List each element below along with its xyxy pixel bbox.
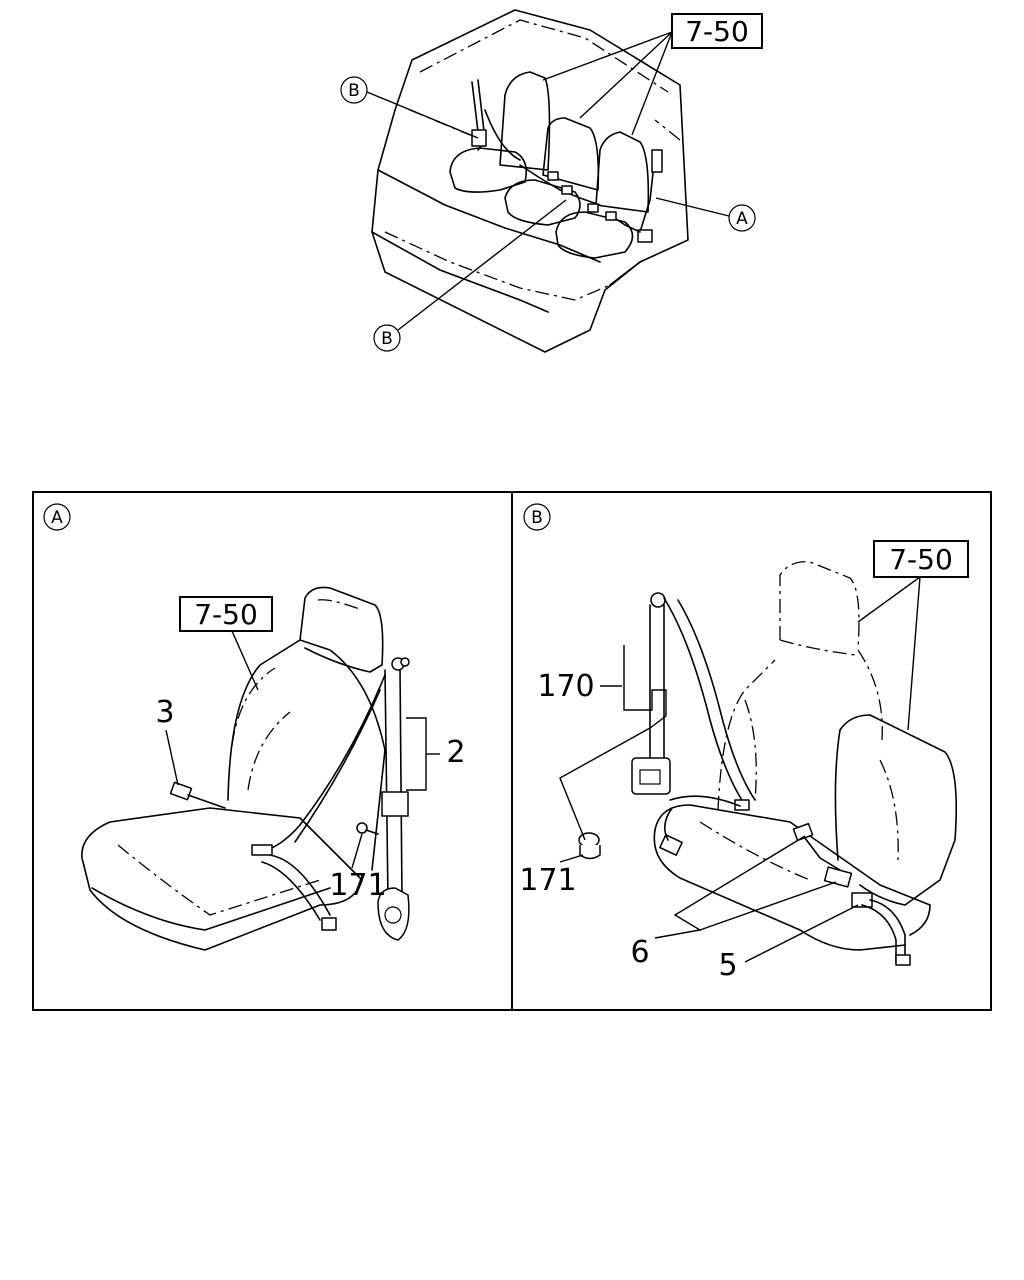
panel-a-part-2: 2 <box>446 735 465 770</box>
svg-text:B: B <box>381 329 393 349</box>
panel-a-part-3: 3 <box>155 695 174 730</box>
panel-b: B <box>519 503 969 983</box>
panel-a-seat <box>81 586 386 951</box>
panel-b-part-171: 171 <box>519 863 576 898</box>
panel-a-part-171: 171 <box>329 868 386 903</box>
overview-callout-b-top: B <box>340 76 479 139</box>
svg-text:A: A <box>736 209 748 229</box>
overview-callout-a: A <box>655 197 756 232</box>
panel-b-part-5: 5 <box>718 948 737 983</box>
panel-a-ref-label: 7-50 <box>194 598 258 631</box>
panel-b-circle-label: B <box>531 508 543 528</box>
panel-a-circle-label: A <box>51 508 63 528</box>
overview-ref-label: 7-50 <box>685 15 749 48</box>
panel-b-belt <box>578 592 911 966</box>
overview-callout-b-bottom: B <box>373 199 567 352</box>
panel-a: A <box>43 503 466 951</box>
panel-b-part-170: 170 <box>537 669 594 704</box>
overview-ref-box: 7-50 <box>542 13 763 136</box>
panel-b-seats <box>653 561 957 951</box>
svg-text:B: B <box>348 81 360 101</box>
panel-b-ref-label: 7-50 <box>889 543 953 576</box>
panel-b-part-6: 6 <box>630 935 649 970</box>
panel-a-belt <box>169 657 410 941</box>
overview-cab-drawing <box>371 9 689 353</box>
